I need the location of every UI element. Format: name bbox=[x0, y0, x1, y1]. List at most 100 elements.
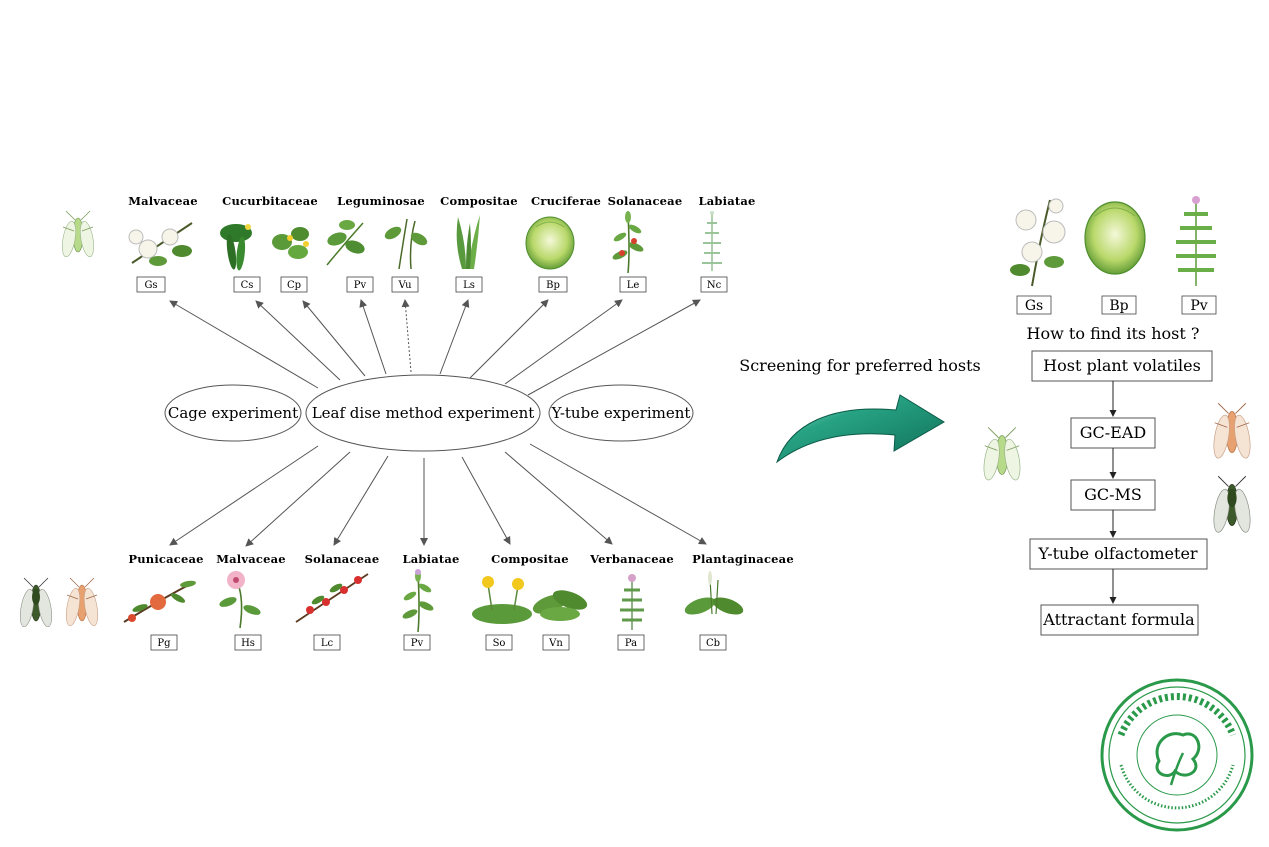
code-label: Ls bbox=[463, 280, 475, 291]
pomegranate-plant-illustration bbox=[123, 580, 196, 623]
code-label: Nc bbox=[707, 280, 722, 291]
step-label: Y-tube olfactometer bbox=[1037, 544, 1198, 563]
step-label: Attractant formula bbox=[1042, 610, 1195, 629]
arrow-to-le bbox=[504, 299, 623, 385]
arrow-to-bp bbox=[469, 299, 549, 379]
family-label: Solanaceae bbox=[608, 194, 683, 208]
wolfberry-plant-illustration bbox=[295, 573, 369, 623]
family-label: Compositae bbox=[491, 552, 569, 566]
pumpkin-plant-illustration bbox=[272, 227, 309, 259]
code-label: Cb bbox=[706, 638, 720, 649]
bottom-arrows bbox=[169, 443, 707, 547]
code-label: Pg bbox=[157, 638, 171, 649]
whitefly-orange-icon bbox=[1210, 402, 1254, 460]
tomato-plant-illustration bbox=[610, 210, 646, 274]
whitefly-green-icon bbox=[980, 426, 1024, 482]
step-box bbox=[1070, 417, 1156, 449]
family-label: Solanaceae bbox=[305, 552, 380, 566]
top-plants bbox=[128, 210, 722, 274]
family-label: Malvaceae bbox=[216, 552, 286, 566]
plantain-plant-illustration bbox=[684, 571, 744, 615]
cabbage-plant-illustration bbox=[525, 216, 575, 270]
perilla-plant-illustration bbox=[400, 569, 436, 633]
code-label: Cp bbox=[287, 280, 301, 291]
code-label: Pv bbox=[354, 280, 367, 291]
bean-plant-illustration bbox=[1176, 196, 1216, 286]
leaf-ellipse bbox=[305, 374, 541, 452]
code-label: Gs bbox=[1025, 298, 1043, 314]
family-label: Leguminosae bbox=[337, 194, 425, 208]
hibiscus-plant-illustration bbox=[219, 571, 261, 629]
seal-chinese-lettering bbox=[1117, 693, 1237, 737]
family-label: Cruciferae bbox=[531, 194, 601, 208]
top-family-labels: Malvaceae Cucurbitaceae Leguminosae Comp… bbox=[128, 194, 755, 208]
whitefly-green-icon bbox=[59, 210, 97, 259]
cage-label: Cage experiment bbox=[168, 404, 298, 422]
code-label: Lc bbox=[321, 638, 334, 649]
code-label: Pa bbox=[625, 638, 637, 649]
lettuce-plant-illustration bbox=[456, 215, 480, 269]
family-label: Plantaginaceae bbox=[692, 552, 794, 566]
step-box bbox=[1070, 479, 1156, 511]
code-label: Vn bbox=[548, 638, 563, 649]
host-question: How to find its host ? bbox=[1027, 324, 1200, 343]
code-label: Pv bbox=[1190, 298, 1207, 314]
family-label: Compositae bbox=[440, 194, 518, 208]
top-arrows bbox=[169, 299, 701, 396]
code-label: So bbox=[493, 638, 506, 649]
code-label: Cs bbox=[241, 280, 254, 291]
lab-seal-logo bbox=[1100, 678, 1254, 832]
right-plants bbox=[1010, 196, 1216, 287]
step-box bbox=[1040, 604, 1199, 636]
family-label: Labiatae bbox=[402, 552, 459, 566]
dandelion-plant-illustration bbox=[472, 576, 532, 624]
code-label: Bp bbox=[1109, 298, 1128, 314]
cotton-plant-illustration bbox=[128, 222, 193, 266]
bean-plant-illustration bbox=[326, 220, 365, 266]
arrow-to-so bbox=[461, 456, 511, 545]
screening-label: Screening for preferred hosts bbox=[739, 356, 980, 375]
ytube-label: Y-tube experiment bbox=[551, 404, 691, 422]
arrow-to-cb bbox=[529, 443, 707, 545]
family-label: Cucurbitaceae bbox=[222, 194, 318, 208]
arrow-to-lc bbox=[333, 455, 389, 546]
step-label: GC-MS bbox=[1084, 485, 1142, 504]
cotton-plant-illustration bbox=[1010, 198, 1066, 287]
cage-ellipse bbox=[164, 384, 302, 442]
right-code-boxes: Gs Bp Pv bbox=[1016, 295, 1217, 315]
arrow-to-vu bbox=[401, 299, 412, 373]
catnip-plant-illustration bbox=[702, 211, 722, 271]
verbena-plant-illustration bbox=[620, 574, 644, 630]
cotton-boll-icon bbox=[1155, 732, 1201, 777]
sowthistle-plant-illustration bbox=[532, 590, 588, 621]
code-label: Gs bbox=[144, 280, 157, 291]
whitefly-orange-icon bbox=[63, 577, 101, 628]
code-label: Vu bbox=[397, 280, 412, 291]
arrow-to-vn bbox=[504, 451, 613, 545]
screening-arrow-icon bbox=[775, 394, 945, 464]
seal-english-lettering bbox=[1119, 764, 1235, 810]
arrow-to-hs bbox=[245, 451, 351, 547]
arrow-to-pv bbox=[359, 299, 387, 375]
arrow-to-ls bbox=[439, 299, 470, 375]
leaf-label: Leaf dise method experiment bbox=[312, 404, 535, 422]
family-label: Malvaceae bbox=[128, 194, 198, 208]
step-box bbox=[1031, 350, 1213, 382]
whitefly-dark-icon bbox=[17, 577, 55, 629]
arrow-to-cs bbox=[255, 300, 341, 381]
whitefly-dark-icon bbox=[1210, 475, 1254, 535]
code-label: Hs bbox=[241, 638, 255, 649]
flowchart: Host plant volatiles GC-EAD GC-MS Y-tube… bbox=[1029, 350, 1213, 636]
left-insects bbox=[17, 210, 101, 629]
cowpea-plant-illustration bbox=[384, 218, 428, 270]
bottom-code-boxes: Pg Hs Lc Pv So Vn Pa Cb bbox=[150, 634, 727, 651]
code-label: Bp bbox=[546, 280, 560, 291]
code-label: Pv bbox=[411, 638, 424, 649]
code-label: Le bbox=[627, 280, 640, 291]
arrow-to-pg bbox=[169, 445, 319, 546]
bottom-plants bbox=[123, 569, 744, 633]
bottom-family-labels: Punicaceae Malvaceae Solanaceae Labiatae… bbox=[128, 552, 793, 566]
step-box bbox=[1029, 538, 1208, 570]
